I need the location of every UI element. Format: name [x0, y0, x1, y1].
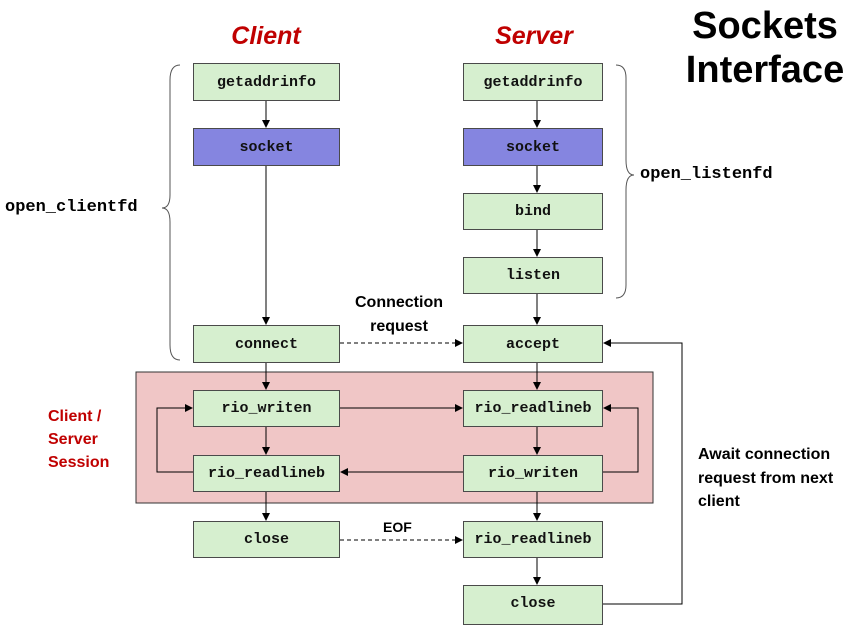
client-close: close: [193, 521, 340, 558]
await-loop: [603, 339, 683, 605]
client-getaddrinfo: getaddrinfo: [193, 63, 340, 101]
server-close: close: [463, 585, 603, 625]
client-brace: [161, 64, 181, 361]
client-socket: socket: [193, 128, 340, 166]
open-clientfd-label: open_clientfd: [5, 198, 138, 217]
server-loop: [603, 404, 639, 473]
open-listenfd-label: open_listenfd: [640, 165, 773, 184]
server-rio-writen: rio_writen: [463, 455, 603, 492]
page-title: Sockets Interface: [685, 5, 845, 91]
client-loop: [156, 404, 193, 473]
client-connect: connect: [193, 325, 340, 363]
server-rio-readlineb-eof: rio_readlineb: [463, 521, 603, 558]
server-accept: accept: [463, 325, 603, 363]
server-rio-readlineb: rio_readlineb: [463, 390, 603, 427]
connection-request-label: Connection request: [355, 294, 443, 335]
server-bind: bind: [463, 193, 603, 230]
server-heading: Server: [495, 22, 573, 50]
server-socket: socket: [463, 128, 603, 166]
eof-label: EOF: [383, 519, 412, 535]
await-label: Await connection request from next clien…: [698, 446, 834, 510]
server-getaddrinfo: getaddrinfo: [463, 63, 603, 101]
client-heading: Client: [231, 22, 301, 50]
server-brace: [615, 64, 635, 299]
client-rio-writen: rio_writen: [193, 390, 340, 427]
session-label: Client / Server Session: [48, 408, 110, 471]
server-listen: listen: [463, 257, 603, 294]
client-rio-readlineb: rio_readlineb: [193, 455, 340, 492]
